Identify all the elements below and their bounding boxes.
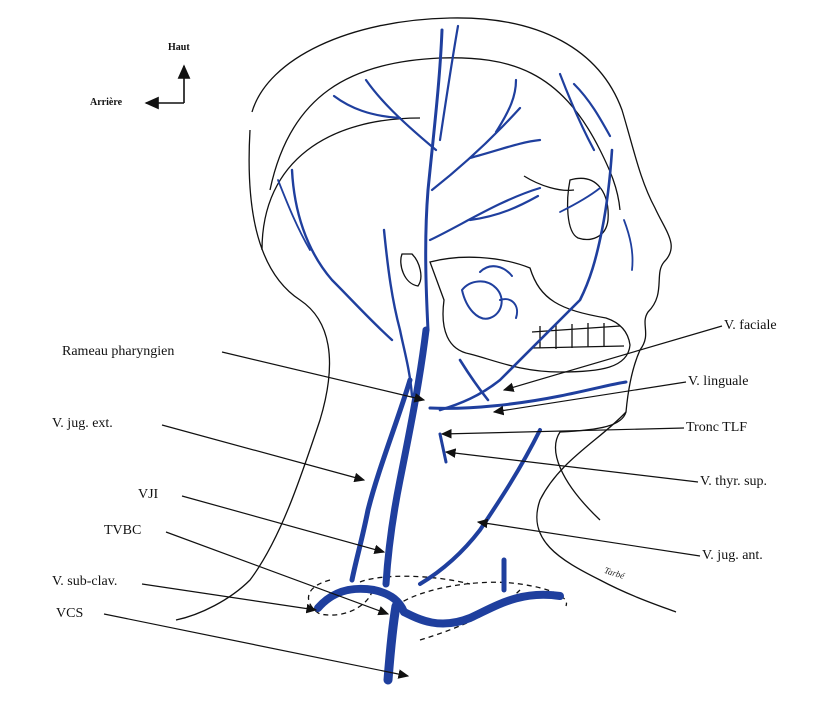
label-v-sub-clav: V. sub-clav. (52, 574, 118, 589)
orientation-up-label: Haut (168, 42, 190, 53)
label-rameau-pharyngien: Rameau pharyngien (62, 344, 175, 359)
label-vji: VJI (138, 487, 159, 502)
label-vcs: VCS (56, 606, 84, 621)
label-tvbc: TVBC (104, 523, 142, 538)
label-tronc-tlf: Tronc TLF (686, 420, 748, 435)
orientation-arrows (144, 64, 191, 110)
orientation-back-label: Arrière (90, 97, 123, 108)
label-v-thyr-sup: V. thyr. sup. (700, 474, 768, 489)
label-v-jug-ant: V. jug. ant. (702, 548, 763, 563)
label-v-jug-ext: V. jug. ext. (52, 416, 113, 431)
label-v-linguale: V. linguale (688, 374, 749, 389)
head-outline (175, 17, 677, 641)
vein-network (277, 24, 634, 685)
label-v-faciale: V. faciale (724, 318, 777, 333)
leader-lines (103, 325, 723, 679)
